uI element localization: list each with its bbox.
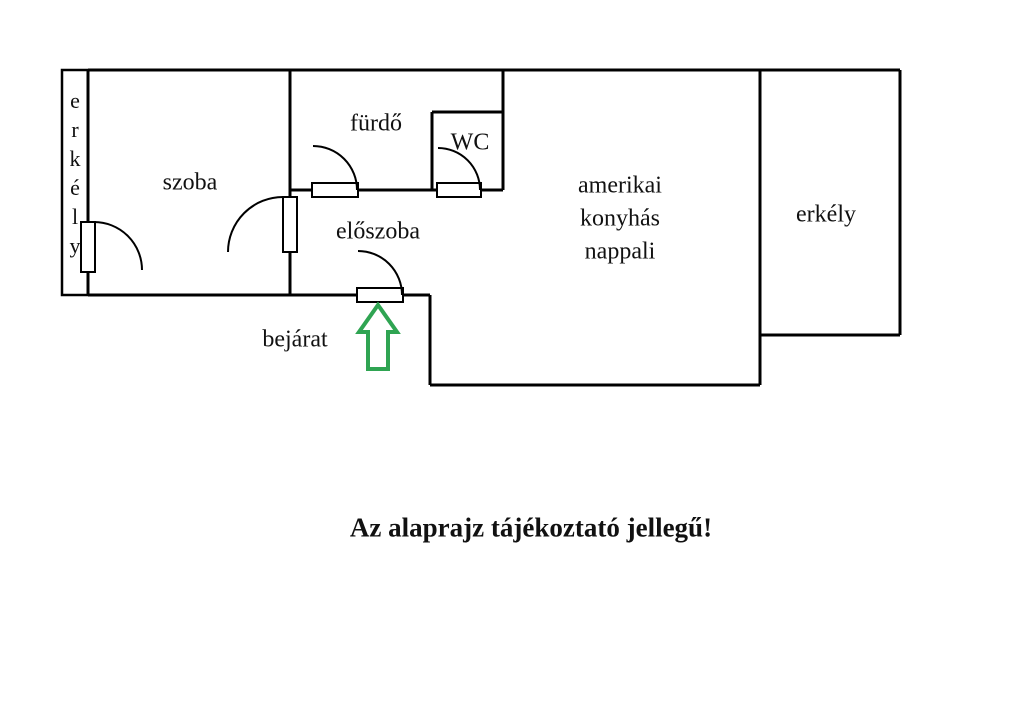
balcony-door [80,221,143,273]
room-label-furdo: fürdő [350,110,402,137]
bathroom-door-arc [312,145,358,191]
entrance-door-leaf [356,287,404,303]
room-label-wc: WC [450,129,490,156]
wc-door-leaf [436,182,482,198]
balcony-door-leaf [80,221,96,273]
balcony-door-arc [93,221,143,271]
walls [86,68,902,387]
room-door [227,196,298,253]
room-label-balcony-right: erkély [796,201,856,228]
disclaimer-text: Az alaprajz tájékoztató jellegű! [349,512,713,543]
room-door-arc [227,196,284,253]
entrance-door-arc [357,250,403,296]
room-label-balcony-left: erkély [69,88,81,258]
wc-door-arc [437,147,481,191]
entrance-door [356,250,404,303]
wc-door [436,147,482,198]
entrance-label: bejárat [262,326,328,353]
doors [80,145,482,303]
room-label-nappali: amerikai konyhás nappali [578,172,662,265]
bathroom-door-leaf [311,182,359,198]
entrance-arrow-icon [355,301,401,371]
bathroom-door [311,145,359,198]
room-label-eloszoba: előszoba [336,218,420,245]
room-door-leaf [282,196,298,253]
room-label-szoba: szoba [162,169,218,196]
